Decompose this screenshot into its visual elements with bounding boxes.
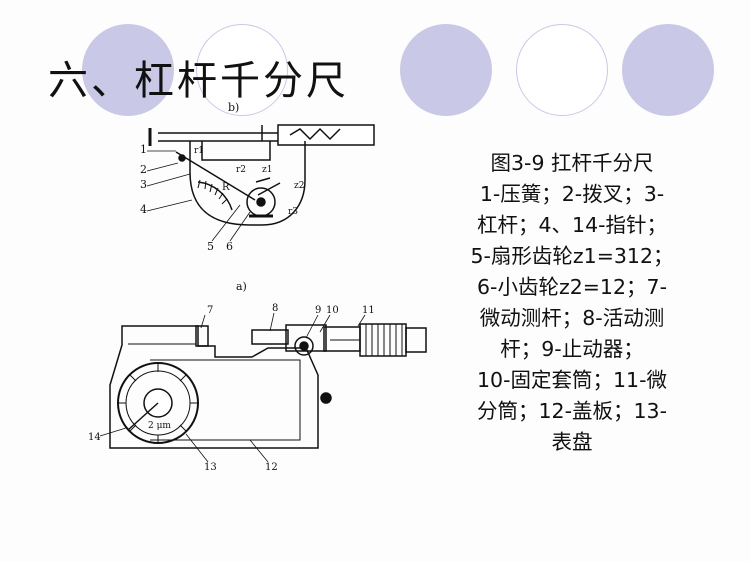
figure-b: b) bbox=[148, 101, 375, 226]
decor-circle-3 bbox=[400, 24, 492, 116]
callout-b-3: 3 bbox=[140, 178, 147, 191]
callout-a-11: 11 bbox=[362, 305, 375, 316]
callout-b-R: R bbox=[222, 182, 230, 193]
slide-title: 六、杠杆千分尺 bbox=[48, 58, 349, 104]
figure-caption: 图3-9 扛杆千分尺 1-压簧；2-拨叉；3- 杠杆；4、14-指针； 5-扇形… bbox=[452, 148, 692, 458]
decor-circle-1 bbox=[82, 24, 174, 116]
caption-line: 分筒；12-盖板；13- bbox=[477, 399, 667, 423]
decor-circle-4 bbox=[516, 24, 608, 116]
callout-b-6: 6 bbox=[226, 240, 233, 253]
callout-b-5: 5 bbox=[207, 240, 214, 253]
decor-circle-5 bbox=[622, 24, 714, 116]
caption-line: 6-小齿轮z2=12；7- bbox=[477, 275, 667, 299]
callout-b-r1: r1 bbox=[194, 146, 204, 156]
caption-line: 表盘 bbox=[551, 430, 593, 454]
callout-b-4: 4 bbox=[140, 203, 147, 216]
callout-a-14: 14 bbox=[88, 432, 101, 443]
callout-a-10: 10 bbox=[326, 305, 339, 316]
callout-b-1: 1 bbox=[140, 143, 147, 156]
callout-b-z1: z1 bbox=[262, 165, 272, 175]
callout-a-13: 13 bbox=[204, 462, 217, 473]
callout-b-z2: z2 bbox=[294, 181, 304, 191]
figure-a: a) bbox=[109, 280, 427, 449]
figure-b-callouts: 1 2 3 4 5 6 r1 r2 R z1 z2 r3 bbox=[140, 143, 304, 253]
caption-line: 杠杆；4、14-指针； bbox=[476, 213, 668, 237]
figure-a-panel-label: a) bbox=[236, 280, 247, 293]
callout-a-9: 9 bbox=[315, 305, 321, 316]
dial-unit: 2 μm bbox=[148, 421, 171, 431]
caption-line: 5-扇形齿轮z1=312； bbox=[470, 244, 674, 268]
callout-b-r3: r3 bbox=[288, 207, 298, 217]
caption-line: 图3-9 扛杆千分尺 bbox=[490, 151, 654, 175]
callout-b-r2: r2 bbox=[236, 165, 246, 175]
callout-a-8: 8 bbox=[272, 303, 278, 314]
callout-b-2: 2 bbox=[140, 163, 147, 176]
caption-line: 1-压簧；2-拨叉；3- bbox=[479, 182, 665, 206]
caption-line: 杆；9-止动器； bbox=[500, 337, 644, 361]
figure-b-panel-label: b) bbox=[228, 101, 239, 114]
decor-circle-2 bbox=[196, 24, 288, 116]
caption-line: 微动测杆；8-活动测 bbox=[479, 306, 665, 330]
caption-line: 10-固定套筒；11-微 bbox=[477, 368, 667, 392]
callout-a-12: 12 bbox=[265, 462, 278, 473]
figure-a-callouts: 7 8 9 10 11 14 13 12 bbox=[88, 303, 375, 473]
callout-a-7: 7 bbox=[207, 305, 213, 316]
